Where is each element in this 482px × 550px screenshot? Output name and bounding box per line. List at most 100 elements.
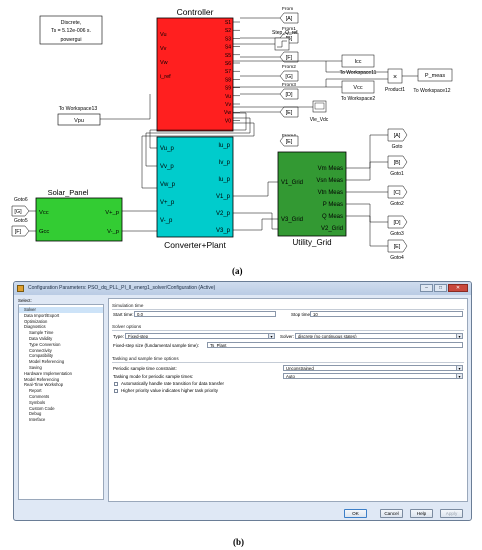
tree-item[interactable]: Comments [29,393,50,399]
tree-item[interactable]: Diagnostics [24,324,46,330]
type-dropdown[interactable]: Fixed-step▾ [125,333,275,339]
chevron-down-icon: ▾ [456,334,462,338]
grid-output-port: Vtn Meas [318,190,343,196]
from-block[interactable] [279,51,299,63]
solver-dropdown[interactable]: discrete (no continuous states)▾ [295,333,463,339]
rate-transition-checkbox[interactable] [114,382,118,386]
start-time-field[interactable]: 0.0 [134,311,276,317]
help-button[interactable]: Help [410,509,433,518]
grid-output-port: V2_Grid [321,226,343,232]
goto-block[interactable] [387,185,408,199]
from-tag: [E] [286,110,293,116]
tasking-section: Tasking and sample time options [112,356,179,361]
fixed-step-field[interactable]: Ts_Plant [207,342,463,348]
goto-block[interactable] [387,239,408,253]
tree-item[interactable]: Real-Time Workshop [24,382,64,388]
powergui-line2: Ts = 5.12e-006 s. [51,28,91,34]
controller-input-port: Vw [160,60,168,66]
tree-item[interactable]: Sample Time [29,330,54,336]
goto-block[interactable] [387,155,408,169]
cancel-button[interactable]: Cancel [380,509,403,518]
from-label: From2 [282,64,296,70]
caption-a: (a) [232,266,243,276]
from-block[interactable] [279,12,299,24]
chevron-down-icon: ▾ [456,366,462,370]
controller-output-port: S6 [225,61,231,67]
tasking-mode-dropdown[interactable]: Auto▾ [283,373,463,379]
tree-item[interactable]: Model Referencing [29,359,65,365]
controller-block[interactable] [156,17,234,132]
vpu-block[interactable] [57,113,101,126]
tree-item[interactable]: Hardware Implementation [24,370,72,376]
from-block[interactable] [279,70,299,82]
utility-grid-block[interactable] [277,151,347,237]
tree-item[interactable]: Compatibility [29,353,53,359]
simulink-app-icon [17,285,24,292]
periodic-dropdown[interactable]: Unconstrained▾ [283,365,463,371]
tree-item[interactable]: Report [29,388,42,394]
tasking-mode-label: Tasking mode for periodic sample times: [113,374,194,379]
controller-output-port: V0 [225,118,231,124]
grid-output-port: Q Meas [322,214,343,220]
converter-output-port: V1_p [216,194,231,200]
tree-item[interactable]: Solver [19,307,103,313]
close-button[interactable]: ✕ [448,284,468,292]
tree-item[interactable]: Type Conversion [29,341,61,347]
p-meas-block[interactable] [417,68,453,82]
goto-block[interactable] [387,215,408,229]
controller-output-port: Vw [224,110,231,116]
controller-output-port: S9 [225,86,231,92]
sim-time-section: Simulation time [112,303,144,308]
tree-item[interactable]: Model Referencing [24,376,60,382]
solar-panel-title: Solar_Panel [48,188,89,197]
solar-panel-block[interactable] [35,197,123,242]
grid-output-port: Vsn Meas [316,178,343,184]
maximize-button[interactable]: □ [434,284,447,292]
start-time-label: Start time: [113,312,134,317]
solver-pane: Simulation time Start time: 0.0 Stop tim… [108,298,468,502]
window-title: Configuration Parameters: PSO_dq_PLL_PI_… [28,285,216,291]
tree-item[interactable]: Data Import/Export [24,312,60,318]
svg-text:Step_Q_ref: Step_Q_ref [272,30,298,36]
config-parameters-window: Configuration Parameters: PSO_dq_PLL_PI_… [13,281,472,521]
ok-button[interactable]: OK [344,509,367,518]
from-tag: [E] [286,139,293,145]
tree-item[interactable]: Optimization [24,318,48,324]
goto-tag: [D] [393,220,401,226]
converter-output-port: Iv_p [219,160,231,166]
powergui-label: powergui [60,37,81,43]
apply-button[interactable]: Apply [440,509,463,518]
from-block[interactable] [279,135,299,147]
priority-checkbox[interactable] [114,389,118,393]
tree-item[interactable]: Saving [29,364,42,370]
powergui-block[interactable] [39,15,103,45]
tree-item[interactable]: Symbols [29,399,46,405]
controller-output-port: S4 [225,45,231,51]
converter-input-port: V-_p [160,218,173,224]
solver-label: Solver: [280,334,295,339]
minimize-button[interactable]: – [420,284,433,292]
svg-text:Goto6: Goto6 [14,197,28,203]
tree-item[interactable]: Interface [29,417,46,423]
tree-item[interactable]: Connectivity [29,347,52,353]
tree-item[interactable]: Debug [29,411,42,417]
controller-output-port: S3 [225,36,231,42]
tree-item[interactable]: Custom Code [29,405,55,411]
powergui-line1: Discrete, [61,20,81,26]
svg-text:Gcc: Gcc [39,229,49,235]
type-label: Type: [113,334,125,339]
controller-input-port: Vu [160,32,167,38]
tree-item[interactable]: Data Validity [29,335,53,341]
stop-time-field[interactable]: 10 [310,311,463,317]
window-titlebar: Configuration Parameters: PSO_dq_PLL_PI_… [14,282,471,295]
converter-output-port: Iu_p [218,143,230,149]
converter-plant-block[interactable] [156,136,234,238]
stop-time-label: Stop time: [291,312,312,317]
from-block[interactable] [279,88,299,100]
goto-block[interactable] [387,128,408,142]
svg-text:Icc: Icc [354,59,361,65]
controller-title: Controller [177,7,214,17]
from-label: From [282,6,293,12]
grid-output-port: P Meas [323,202,343,208]
